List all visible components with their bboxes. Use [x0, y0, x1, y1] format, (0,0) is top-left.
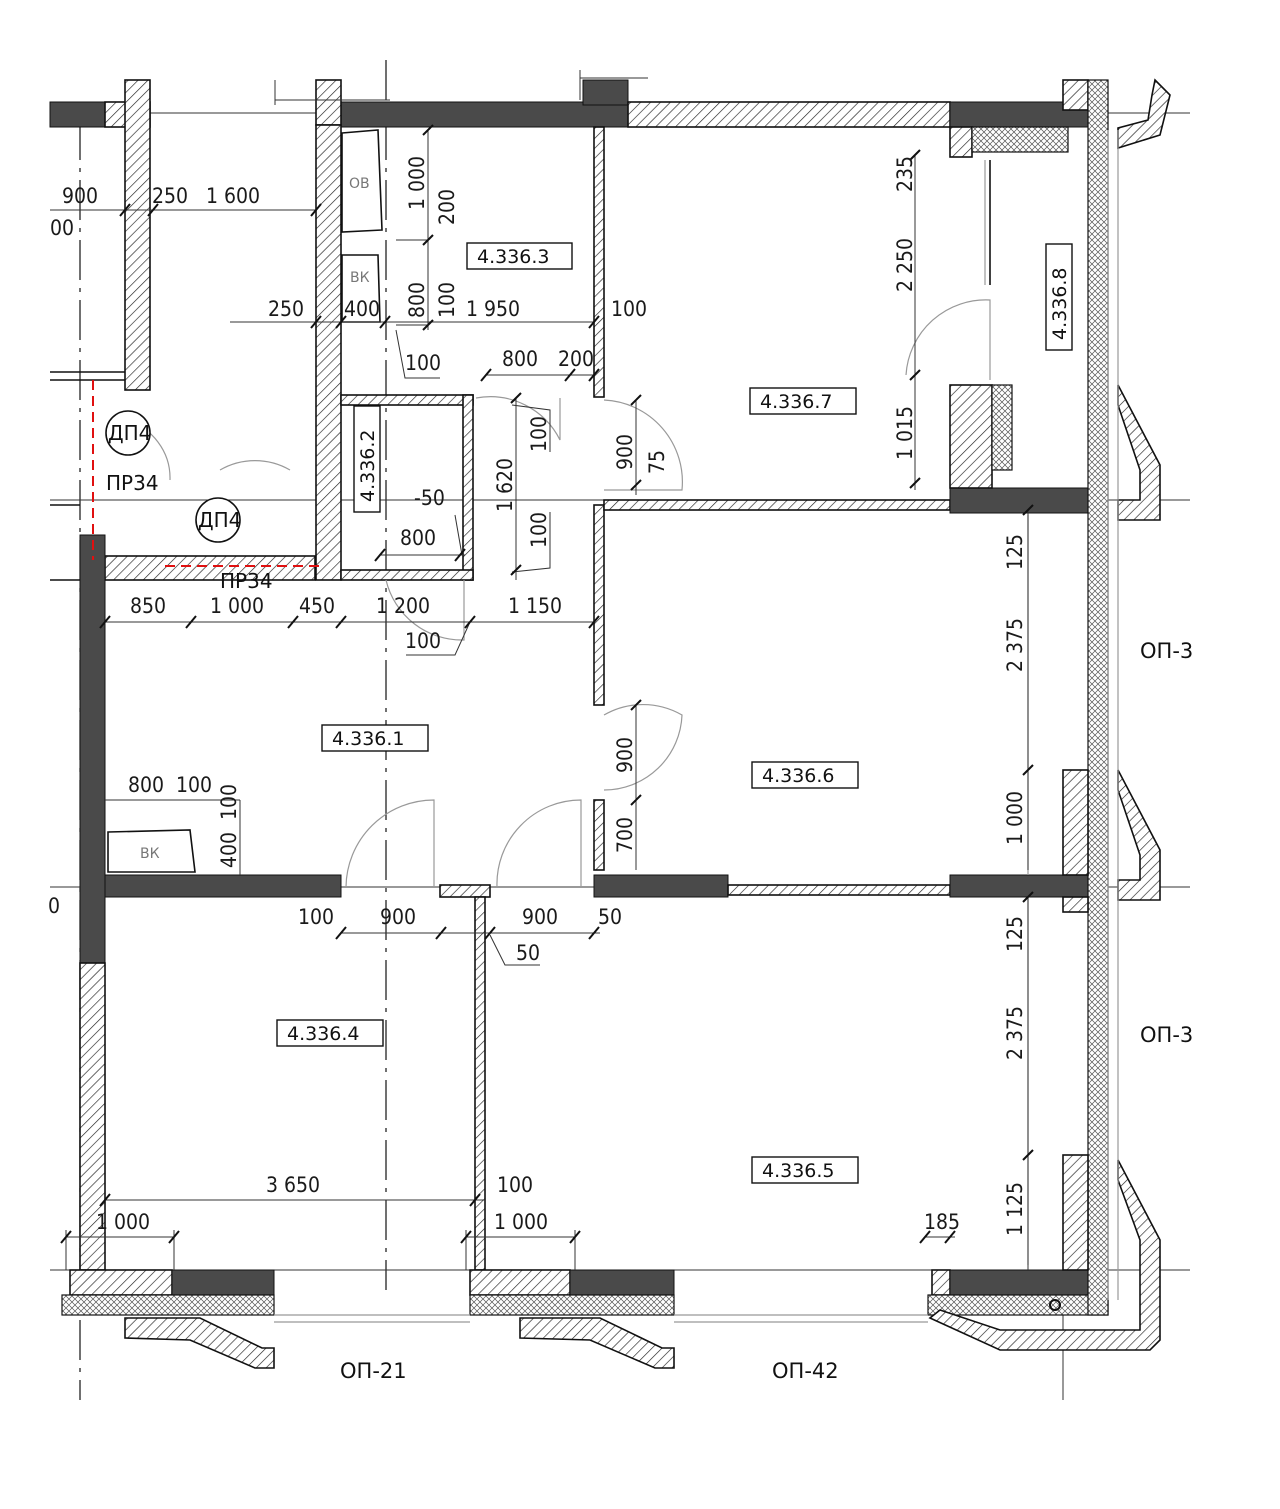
dim-1600: 1 600 [206, 184, 260, 208]
room-4-336-1: 4.336.1 [332, 728, 405, 750]
dim-800-vk: 800 [128, 773, 164, 797]
dim-900-top: 900 [62, 184, 98, 208]
dim-1000-bottom-mid: 1 000 [494, 1210, 548, 1234]
room-4-336-3: 4.336.3 [477, 246, 550, 268]
fixture-vk-upper: ВК [350, 270, 370, 286]
dim-1620: 1 620 [493, 458, 517, 512]
dim-1000-right: 1 000 [1003, 791, 1027, 845]
dim-100-row: 100 [405, 629, 441, 653]
dimension-lines [50, 70, 1034, 1270]
dim-235: 235 [893, 156, 917, 192]
dim-400: 400 [344, 297, 380, 321]
dim-minus-50: -50 [414, 486, 445, 510]
dim-400-vk: 400 [217, 832, 241, 868]
room-4-336-5: 4.336.5 [762, 1160, 835, 1182]
dim-200-vertical: 200 [435, 189, 459, 225]
dimension-labels: 900 250 1 600 00 1 000 200 800 100 250 4… [48, 156, 1027, 1236]
opening-op-21: ОП-21 [340, 1359, 407, 1383]
door-label-pr34-a: ПР34 [106, 471, 159, 495]
dim-900-door: 900 [613, 434, 637, 470]
dim-100-a: 100 [527, 416, 551, 452]
dim-900-door-b: 900 [522, 905, 558, 929]
dim-2375-upper: 2 375 [1003, 618, 1027, 672]
opening-op-3-lower: ОП-3 [1140, 1023, 1193, 1047]
dim-1125: 1 125 [1003, 1182, 1027, 1236]
dim-1000-row: 1 000 [210, 594, 264, 618]
dim-100-b: 100 [527, 512, 551, 548]
dim-1000-bottom-left: 1 000 [96, 1210, 150, 1234]
dim-200-horizontal: 200 [558, 347, 594, 371]
dim-100-vk-vertical: 100 [217, 784, 241, 820]
dim-700: 700 [613, 817, 637, 853]
fixtures: ОВ ВК ВК [107, 129, 383, 873]
room-4-336-8: 4.336.8 [1049, 267, 1071, 340]
dim-1200: 1 200 [376, 594, 430, 618]
dim-450: 450 [299, 594, 335, 618]
fixture-vk-lower: ВК [140, 846, 160, 862]
walls [49, 79, 1109, 1316]
dim-2375-lower: 2 375 [1003, 1006, 1027, 1060]
opening-labels: ОП-21 ОП-42 ОП-3 ОП-3 [340, 639, 1193, 1383]
room-4-336-2: 4.336.2 [357, 429, 379, 502]
dim-100-bottom: 100 [497, 1173, 533, 1197]
dim-250-top: 250 [152, 184, 188, 208]
dim-75: 75 [645, 450, 669, 474]
room-labels: 4.336.3 4.336.7 4.336.1 4.336.6 4.336.4 … [276, 242, 1073, 1184]
dim-100-right: 100 [611, 297, 647, 321]
opening-op-42: ОП-42 [772, 1359, 839, 1383]
fixture-ov: ОВ [349, 176, 370, 192]
dim-3650: 3 650 [266, 1173, 320, 1197]
door-swings [124, 299, 991, 888]
dim-00-left: 00 [50, 216, 74, 240]
dim-2250: 2 250 [893, 238, 917, 292]
dim-100-leader: 100 [405, 351, 441, 375]
door-label-dp4-b: ДП4 [198, 508, 241, 532]
door-label-pr34-b: ПР34 [220, 569, 273, 593]
dim-125-lower: 125 [1003, 916, 1027, 952]
dim-100-vk: 100 [176, 773, 212, 797]
dim-800-vertical: 800 [405, 282, 429, 318]
opening-op-3-upper: ОП-3 [1140, 639, 1193, 663]
dim-100-vertical: 100 [435, 282, 459, 318]
dim-50-b: 50 [516, 941, 540, 965]
dim-125-upper: 125 [1003, 534, 1027, 570]
dim-250-mid: 250 [268, 297, 304, 321]
dim-50-a: 50 [598, 905, 622, 929]
dim-800-low: 800 [400, 526, 436, 550]
dim-900-door-a: 900 [380, 905, 416, 929]
dim-100-door: 100 [298, 905, 334, 929]
dim-1150: 1 150 [508, 594, 562, 618]
dim-1000-vertical: 1 000 [405, 156, 429, 210]
room-4-336-6: 4.336.6 [762, 765, 835, 787]
dim-1015: 1 015 [893, 406, 917, 460]
dim-185: 185 [924, 1210, 960, 1234]
dim-800-horizontal: 800 [502, 347, 538, 371]
room-4-336-7: 4.336.7 [760, 391, 833, 413]
dim-850: 850 [130, 594, 166, 618]
dim-0-left: 0 [48, 894, 60, 918]
dim-1950: 1 950 [466, 297, 520, 321]
dim-900-mid: 900 [613, 737, 637, 773]
door-label-dp4-a: ДП4 [108, 421, 151, 445]
room-4-336-4: 4.336.4 [287, 1023, 360, 1045]
balconies [124, 78, 1171, 1369]
door-markers: ДП4 ДП4 ПР34 ПР34 [92, 380, 325, 593]
